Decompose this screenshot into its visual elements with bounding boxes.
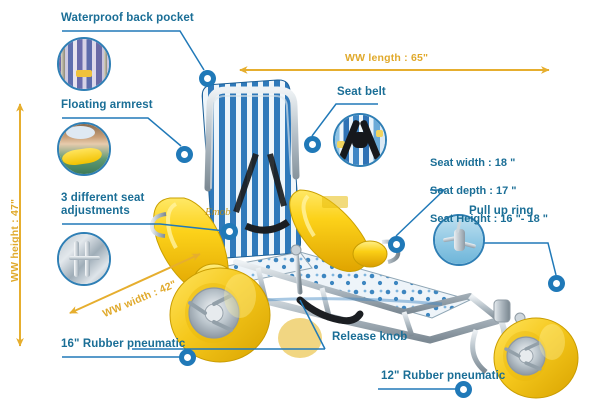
thumbnail-floating-armrest[interactable] xyxy=(57,122,111,176)
thumbnail-pull-up-ring[interactable] xyxy=(433,214,485,266)
buckle-right xyxy=(375,130,383,137)
thumbnail-image xyxy=(59,234,109,284)
callout-label-seat-belt: Seat belt xyxy=(337,86,386,98)
buckle-left xyxy=(337,141,345,148)
spec-seat-depth: Seat depth : 17 " xyxy=(430,185,517,197)
connector-ring-rear-tyre[interactable] xyxy=(179,349,196,366)
connector-ring-front-tyre[interactable] xyxy=(455,381,472,398)
brand-tag xyxy=(76,70,92,77)
callout-label-front-tyre: 12" Rubber pneumatic xyxy=(381,370,506,382)
connector-ring-seat-dimensions[interactable] xyxy=(388,236,405,253)
ring-clamp xyxy=(454,229,465,251)
connector-ring-waterproof-back-pocket[interactable] xyxy=(199,70,216,87)
callout-label-release-knob: Release knob xyxy=(332,331,408,343)
frame-right xyxy=(103,43,107,85)
dimension-label-length: WW length : 65" xyxy=(345,52,429,64)
frame-left xyxy=(61,43,65,85)
thumbnail-image xyxy=(435,216,483,264)
thumbnail-image xyxy=(335,115,385,165)
thumbnail-seat-belt[interactable] xyxy=(333,113,387,167)
dimension-label-width: WW width : 42" xyxy=(101,278,179,321)
adjust-crossbar xyxy=(69,256,100,260)
callout-label-rear-tyre: 16" Rubber pneumatic xyxy=(61,338,186,350)
harness-chest-pad xyxy=(352,132,368,148)
connector-ring-seat-adjustments[interactable] xyxy=(221,223,238,240)
thumbnail-waterproof-back-pocket[interactable] xyxy=(57,37,111,91)
connector-ring-floating-armrest[interactable] xyxy=(176,146,193,163)
callout-label-pull-up-ring: Pull up ring xyxy=(469,205,534,217)
spec-seat-height: Seat Height : 16 "- 18 " xyxy=(430,213,549,225)
thumbnail-seat-adjustments[interactable] xyxy=(57,232,111,286)
sky-patch xyxy=(66,126,95,139)
seat-spec-block: Seat width : 18 " Seat depth : 17 " Seat… xyxy=(430,142,548,240)
callout-label-waterproof-back-pocket: Waterproof back pocket xyxy=(61,12,194,24)
thumbnail-image xyxy=(59,39,109,89)
connector-ring-seat-belt[interactable] xyxy=(304,136,321,153)
connector-ring-pull-up-ring[interactable] xyxy=(548,275,565,292)
spec-seat-width: Seat width : 18 " xyxy=(430,157,516,169)
thumbnail-image xyxy=(59,124,109,174)
yellow-float xyxy=(61,146,103,167)
callout-label-seat-adjustments: 3 different seat adjustments xyxy=(61,192,145,217)
svg-text:Emob: Emob xyxy=(204,206,231,218)
callout-label-floating-armrest: Floating armrest xyxy=(61,99,153,111)
dimension-label-height: WW height : 47" xyxy=(9,198,21,282)
